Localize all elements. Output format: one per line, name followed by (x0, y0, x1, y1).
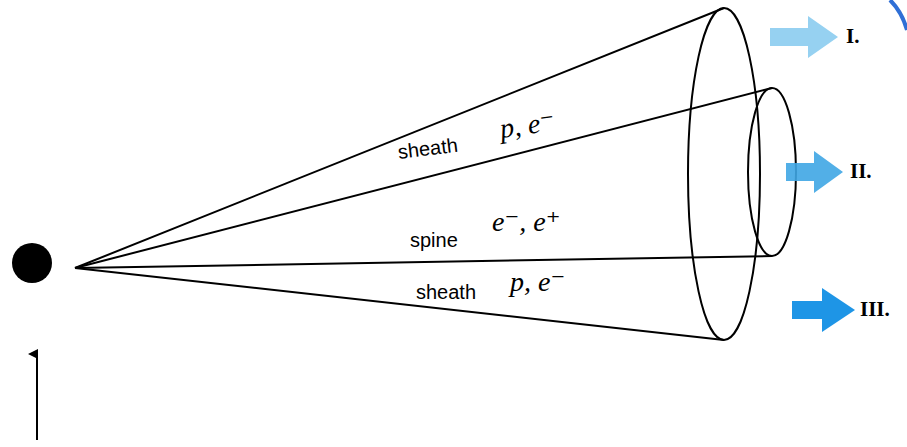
emission-arrow (786, 151, 843, 193)
cone-edge (75, 268, 724, 340)
spine-edge (75, 88, 772, 268)
particle-label: e⁻, e⁺ (492, 205, 560, 239)
callout-number: III. (860, 297, 890, 322)
emission-arrow (792, 288, 855, 332)
callout-number: II. (850, 159, 872, 184)
cone-rim (688, 8, 760, 340)
region-name: sheath (416, 280, 476, 304)
callout-number: I. (846, 24, 859, 49)
central-object (12, 243, 52, 283)
arc (890, 0, 907, 30)
region-name: sheath (397, 133, 460, 164)
emission-arrow (770, 16, 838, 58)
particle-label: p, e⁻ (510, 265, 565, 299)
spine-edge (75, 256, 772, 268)
region-name: spine (410, 228, 458, 252)
pointer-arrow (36, 354, 38, 440)
particle-label: p, e⁻ (498, 104, 557, 145)
cone-edge (75, 8, 724, 268)
